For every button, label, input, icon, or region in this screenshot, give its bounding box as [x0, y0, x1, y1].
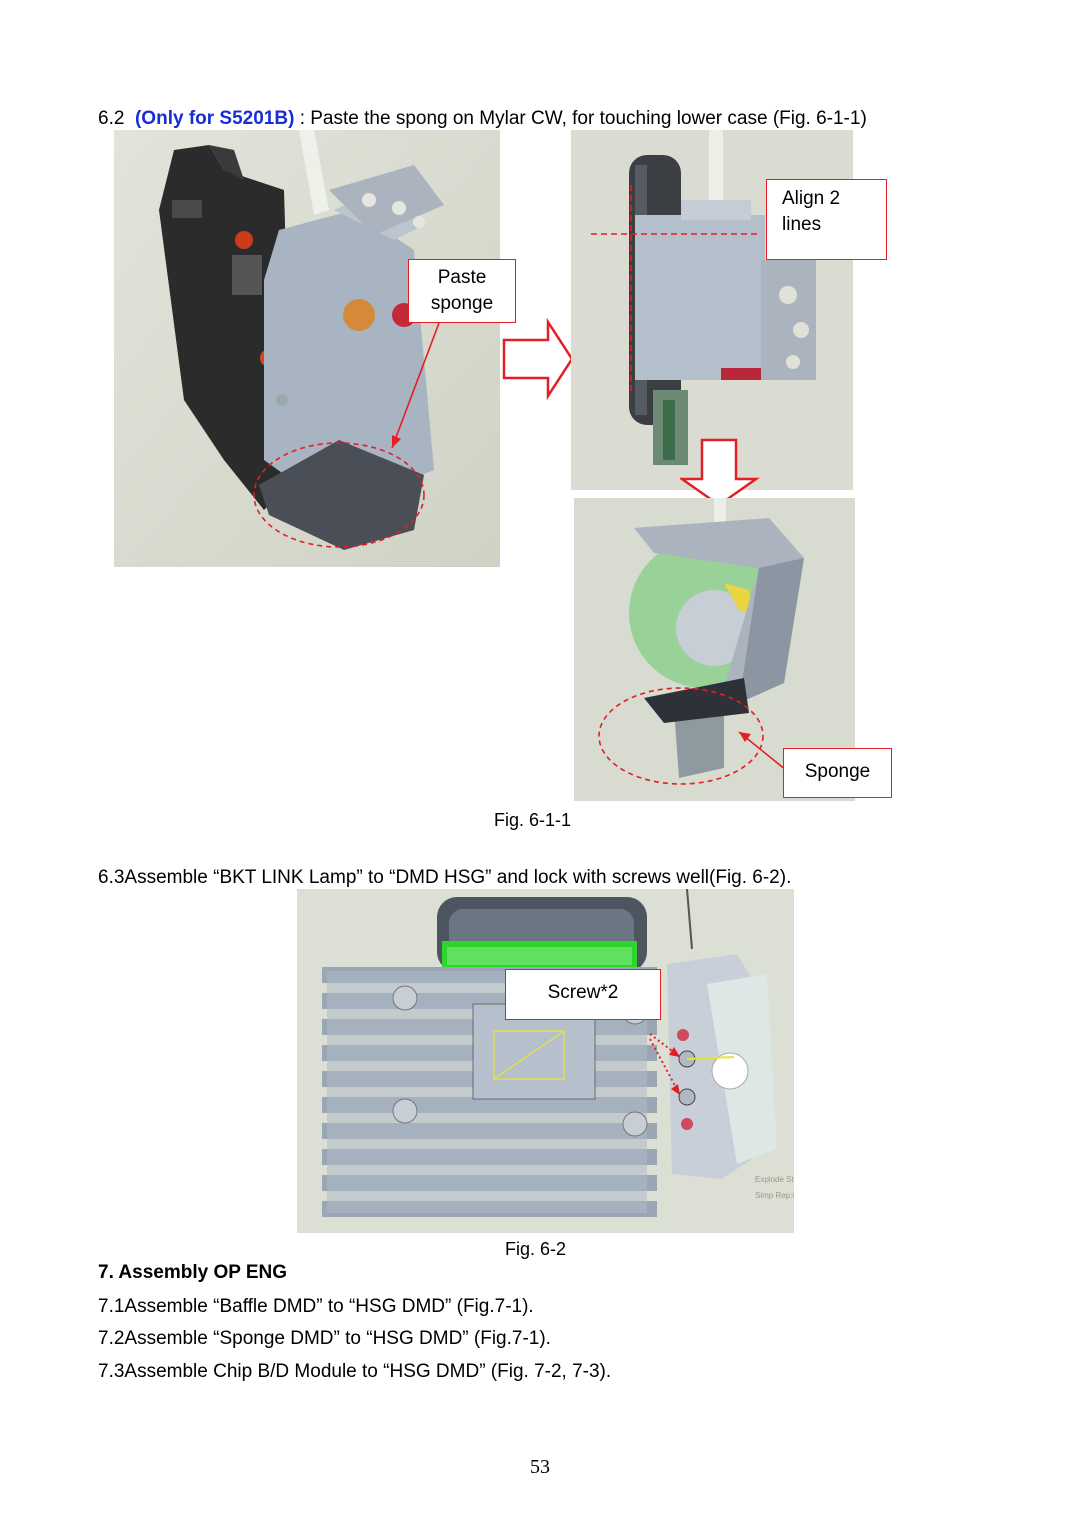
- figure-6-2-render: Explode St Simp Rep:C: [297, 889, 794, 1233]
- callout-align-lines: Align 2 lines: [766, 179, 887, 260]
- item-text: Assemble Chip B/D Module to “HSG DMD” (F…: [124, 1361, 612, 1382]
- callout-text: Sponge: [804, 761, 871, 782]
- down-arrow-icon: [680, 438, 760, 507]
- right-arrow-icon: [502, 318, 574, 400]
- section-number: 6.3: [98, 867, 125, 888]
- figure-6-1-1-left-render: [114, 130, 500, 567]
- callout-line-2: lines: [782, 214, 822, 235]
- section-text: : Paste the spong on Mylar CW, for touch…: [294, 108, 867, 129]
- model-highlight: (Only for S5201B): [134, 108, 295, 129]
- section-6-2-line: 6.2 (Only for S5201B) : Paste the spong …: [98, 108, 867, 130]
- callout-sponge: Sponge: [783, 748, 892, 798]
- item-number: 7.2: [98, 1328, 125, 1349]
- item-text: Assemble “Sponge DMD” to “HSG DMD” (Fig.…: [124, 1328, 551, 1349]
- watermark-text-2: Simp Rep:C: [755, 1191, 794, 1200]
- callout-screw-2: Screw*2: [505, 969, 661, 1020]
- figure-6-1-1-bottom-right-render: [574, 498, 855, 801]
- callout-line-2: sponge: [430, 293, 494, 314]
- watermark-text-1: Explode St: [755, 1175, 794, 1184]
- section-text: Assemble “BKT LINK Lamp” to “DMD HSG” an…: [124, 867, 792, 888]
- item-number: 7.3: [98, 1361, 125, 1382]
- list-item: 7.2Assemble “Sponge DMD” to “HSG DMD” (F…: [98, 1328, 551, 1350]
- list-item: 7.3Assemble Chip B/D Module to “HSG DMD”…: [98, 1361, 611, 1383]
- section-number: 6.2: [98, 108, 125, 129]
- section-7-title: 7. Assembly OP ENG: [98, 1262, 288, 1283]
- item-text: Assemble “Baffle DMD” to “HSG DMD” (Fig.…: [124, 1296, 534, 1317]
- list-item: 7.1Assemble “Baffle DMD” to “HSG DMD” (F…: [98, 1296, 534, 1318]
- figure-caption-6-2: Fig. 6-2: [505, 1239, 567, 1259]
- page-number: 53: [530, 1456, 550, 1478]
- callout-line-1: Paste: [437, 267, 487, 288]
- callout-line-1: Align 2: [782, 188, 841, 209]
- section-6-3-line: 6.3Assemble “BKT LINK Lamp” to “DMD HSG”…: [98, 867, 791, 889]
- callout-text: Screw*2: [547, 982, 619, 1003]
- callout-paste-sponge: Paste sponge: [408, 259, 516, 323]
- item-number: 7.1: [98, 1296, 125, 1317]
- figure-caption-6-1-1: Fig. 6-1-1: [494, 810, 572, 830]
